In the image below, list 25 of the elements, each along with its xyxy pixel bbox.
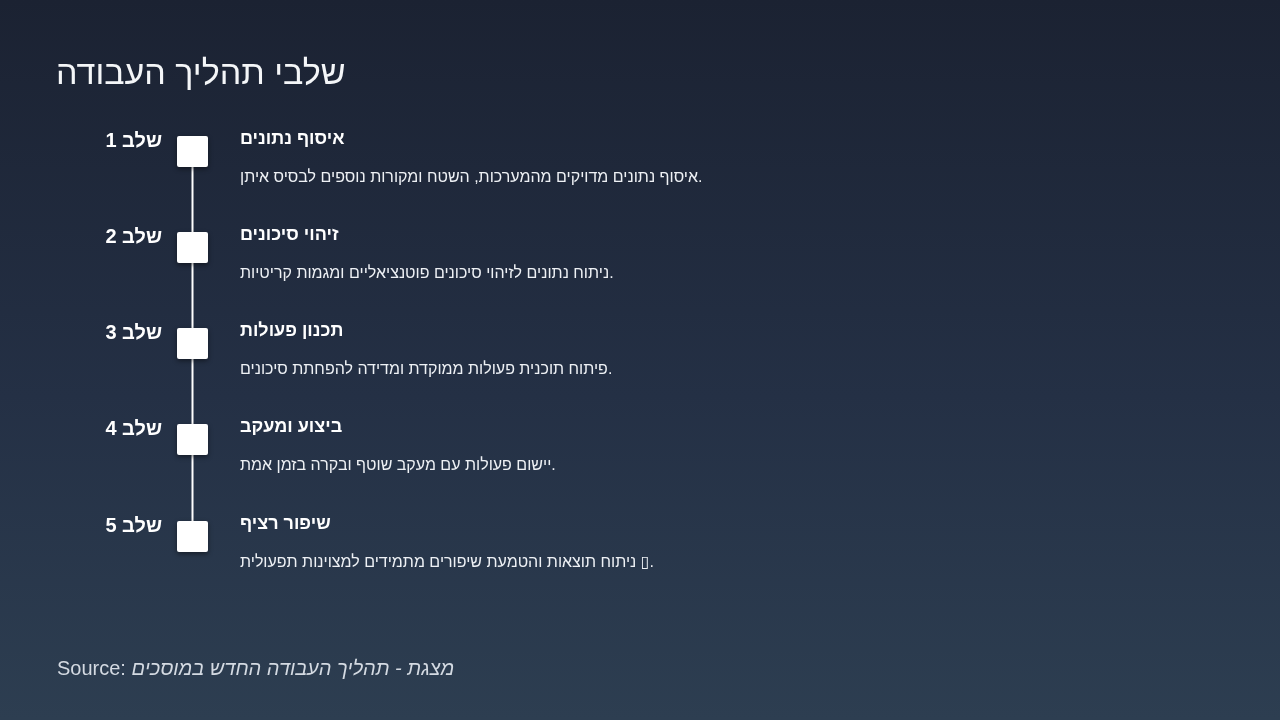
step-heading: שיפור רציף <box>240 512 331 534</box>
step-description: איסוף נתונים מדויקים מהמערכות, השטח ומקורות נוספים לבסיס איתן. <box>240 167 703 187</box>
step-description: יישום פעולות עם מעקב שוטף ובקרה בזמן אמת. <box>240 455 556 475</box>
step-square <box>177 328 208 359</box>
step-heading: זיהוי סיכונים <box>240 223 339 245</box>
connector-line <box>191 262 194 329</box>
step-heading: תכנון פעולות <box>240 319 344 341</box>
step-heading: איסוף נתונים <box>240 127 345 149</box>
connector-line <box>191 358 194 425</box>
step-label: שלב 5 <box>105 513 162 537</box>
connector-line <box>191 166 194 233</box>
step-label: שלב 2 <box>105 224 162 248</box>
title: שלבי תהליך העבודה <box>56 52 346 93</box>
step-description: ניתוח נתונים לזיהוי סיכונים פוטנציאליים ומגמות קריטיות. <box>240 263 614 283</box>
step-square <box>177 521 208 552</box>
step-label: שלב 3 <box>105 320 162 344</box>
step-square <box>177 136 208 167</box>
step-label: שלב 4 <box>105 416 162 440</box>
step-square <box>177 424 208 455</box>
step-heading: ביצוע ומעקב <box>240 415 343 437</box>
step-description: ניתוח תוצאות והטמעת שיפורים מתמידים למצוינות תפעולית ▯. <box>240 552 654 572</box>
step-description: פיתוח תוכנית פעולות ממוקדת ומדידה להפחתת סיכונים. <box>240 359 613 379</box>
step-label: שלב 1 <box>105 128 162 152</box>
connector-line <box>191 454 194 522</box>
step-square <box>177 232 208 263</box>
